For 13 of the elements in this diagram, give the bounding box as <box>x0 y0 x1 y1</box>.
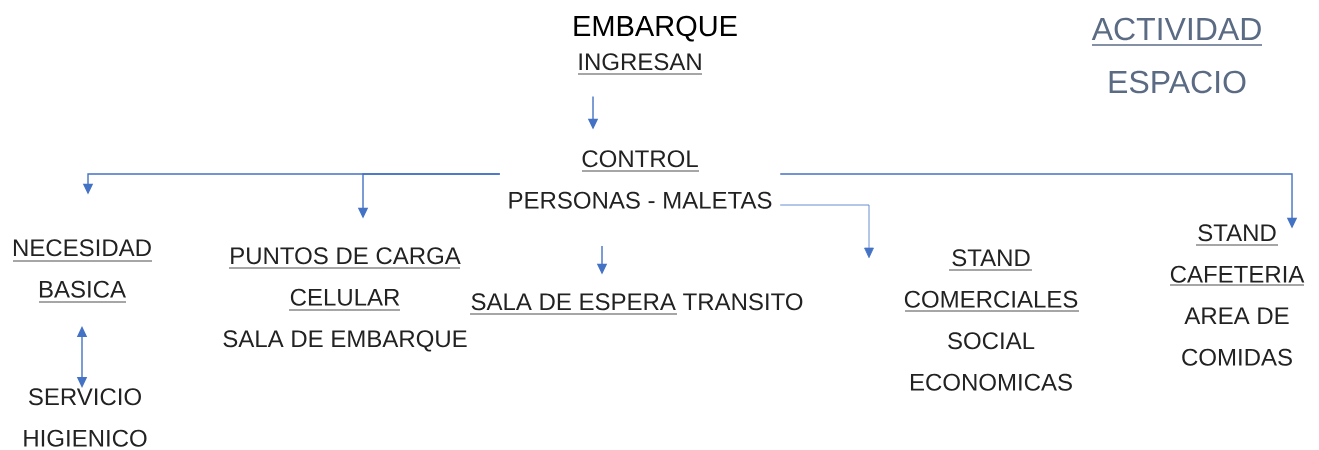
legend-entry: ACTIVIDAD <box>1091 17 1261 41</box>
flow-label: PUNTOS DE CARGA CELULAR SALA DE EMBARQUE <box>223 247 467 352</box>
flow-label: STAND CAFETERIA AREA DE COMIDAS <box>1170 224 1305 366</box>
arrow <box>779 204 874 259</box>
flow-label: STAND COMERCIALES SOCIAL ECONOMICAS <box>904 249 1078 391</box>
flow-label: INGRESAN <box>579 53 701 71</box>
flow-label: SALA DE ESPERA TRANSITO <box>471 293 803 311</box>
arrow <box>76 326 88 388</box>
legend-entry: ESPACIO <box>1109 70 1246 94</box>
flow-label: NECESIDAD BASICA <box>13 239 151 298</box>
flow-label: CONTROL PERSONAS - MALETAS <box>509 150 772 209</box>
flow-label: SERVICIO HIGIENICO <box>24 388 147 447</box>
title: EMBARQUE <box>574 15 737 42</box>
